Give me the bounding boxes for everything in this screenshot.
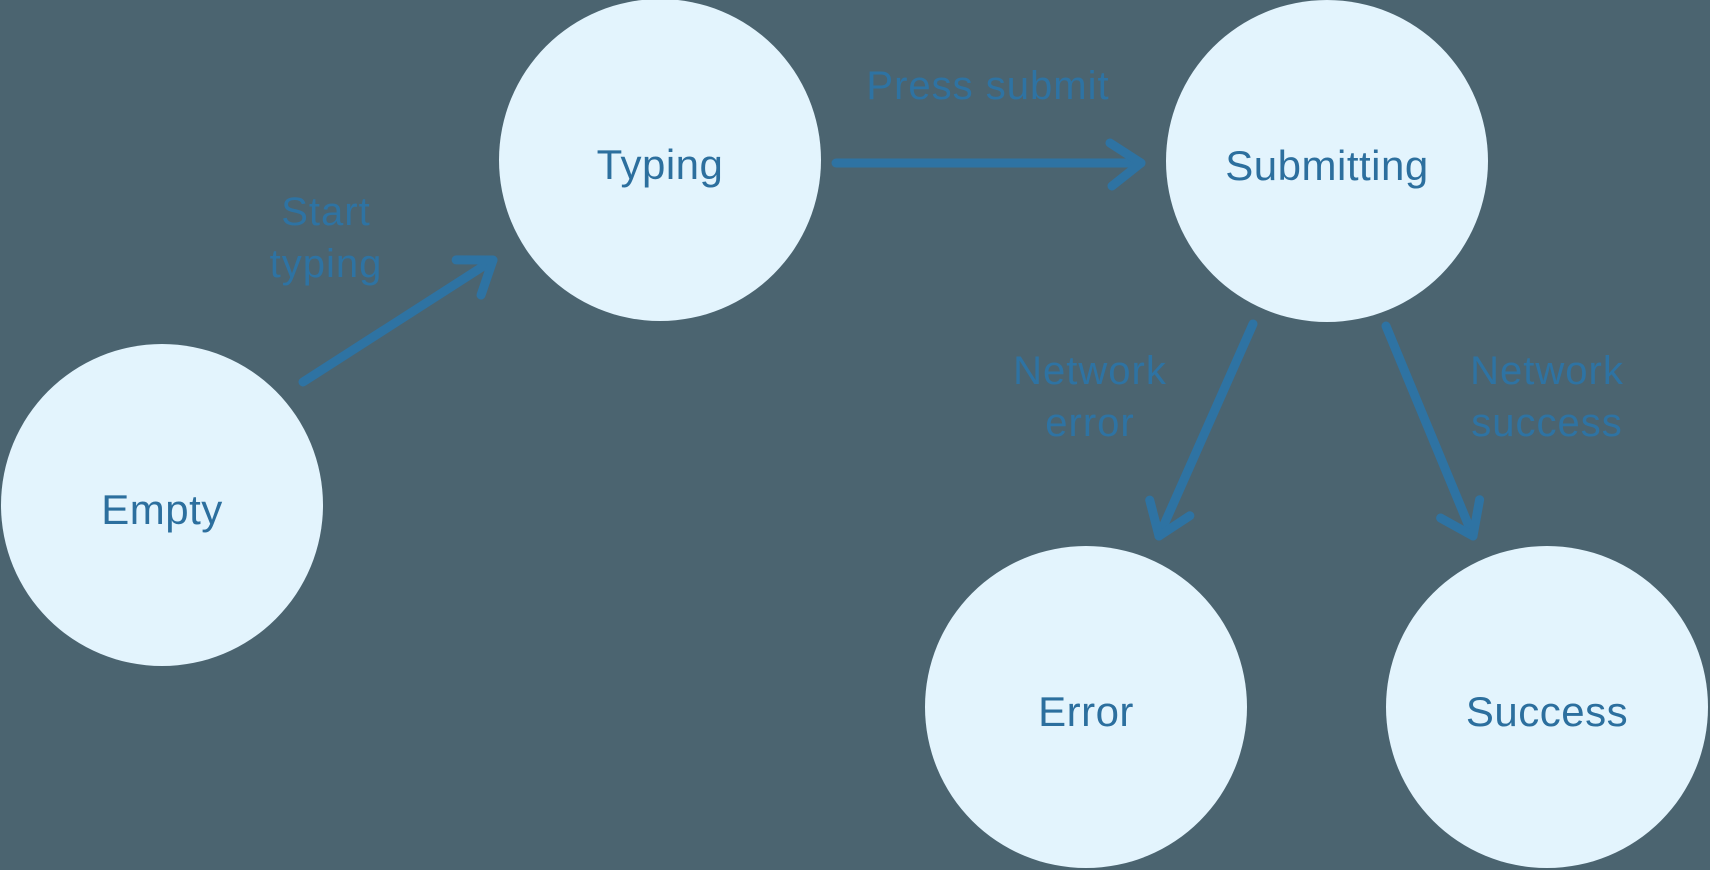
edge-label-line: Network [1013,349,1167,393]
arrow-empty-to-typing [298,255,498,387]
edge-label-start-typing: Start typing [270,186,383,290]
edge-label-network-success: Network success [1470,345,1624,449]
state-node-empty: Empty [1,344,323,666]
arrow-submitting-to-success [1381,321,1485,541]
state-node-typing: Typing [499,0,821,321]
state-node-label: Empty [101,486,223,533]
state-node-success: Success [1386,546,1708,868]
arrow-submitting-to-error [1145,319,1258,541]
edge-label-line: Press submit [866,64,1110,108]
edge-label-network-error: Network error [1013,345,1167,449]
state-node-submitting: Submitting [1166,0,1488,322]
state-node-label: Submitting [1225,142,1429,189]
edge-label-line: success [1471,401,1623,445]
state-node-label: Error [1038,688,1134,735]
state-node-error: Error [925,546,1247,868]
edge-label-line: typing [269,242,383,286]
state-node-label: Success [1465,688,1629,735]
state-node-label: Typing [596,141,724,188]
edge-label-line: Start [281,190,371,234]
edge-label-line: Network [1470,349,1624,393]
edge-label-line: error [1045,401,1135,445]
edge-label-press-submit: Press submit [866,60,1109,112]
